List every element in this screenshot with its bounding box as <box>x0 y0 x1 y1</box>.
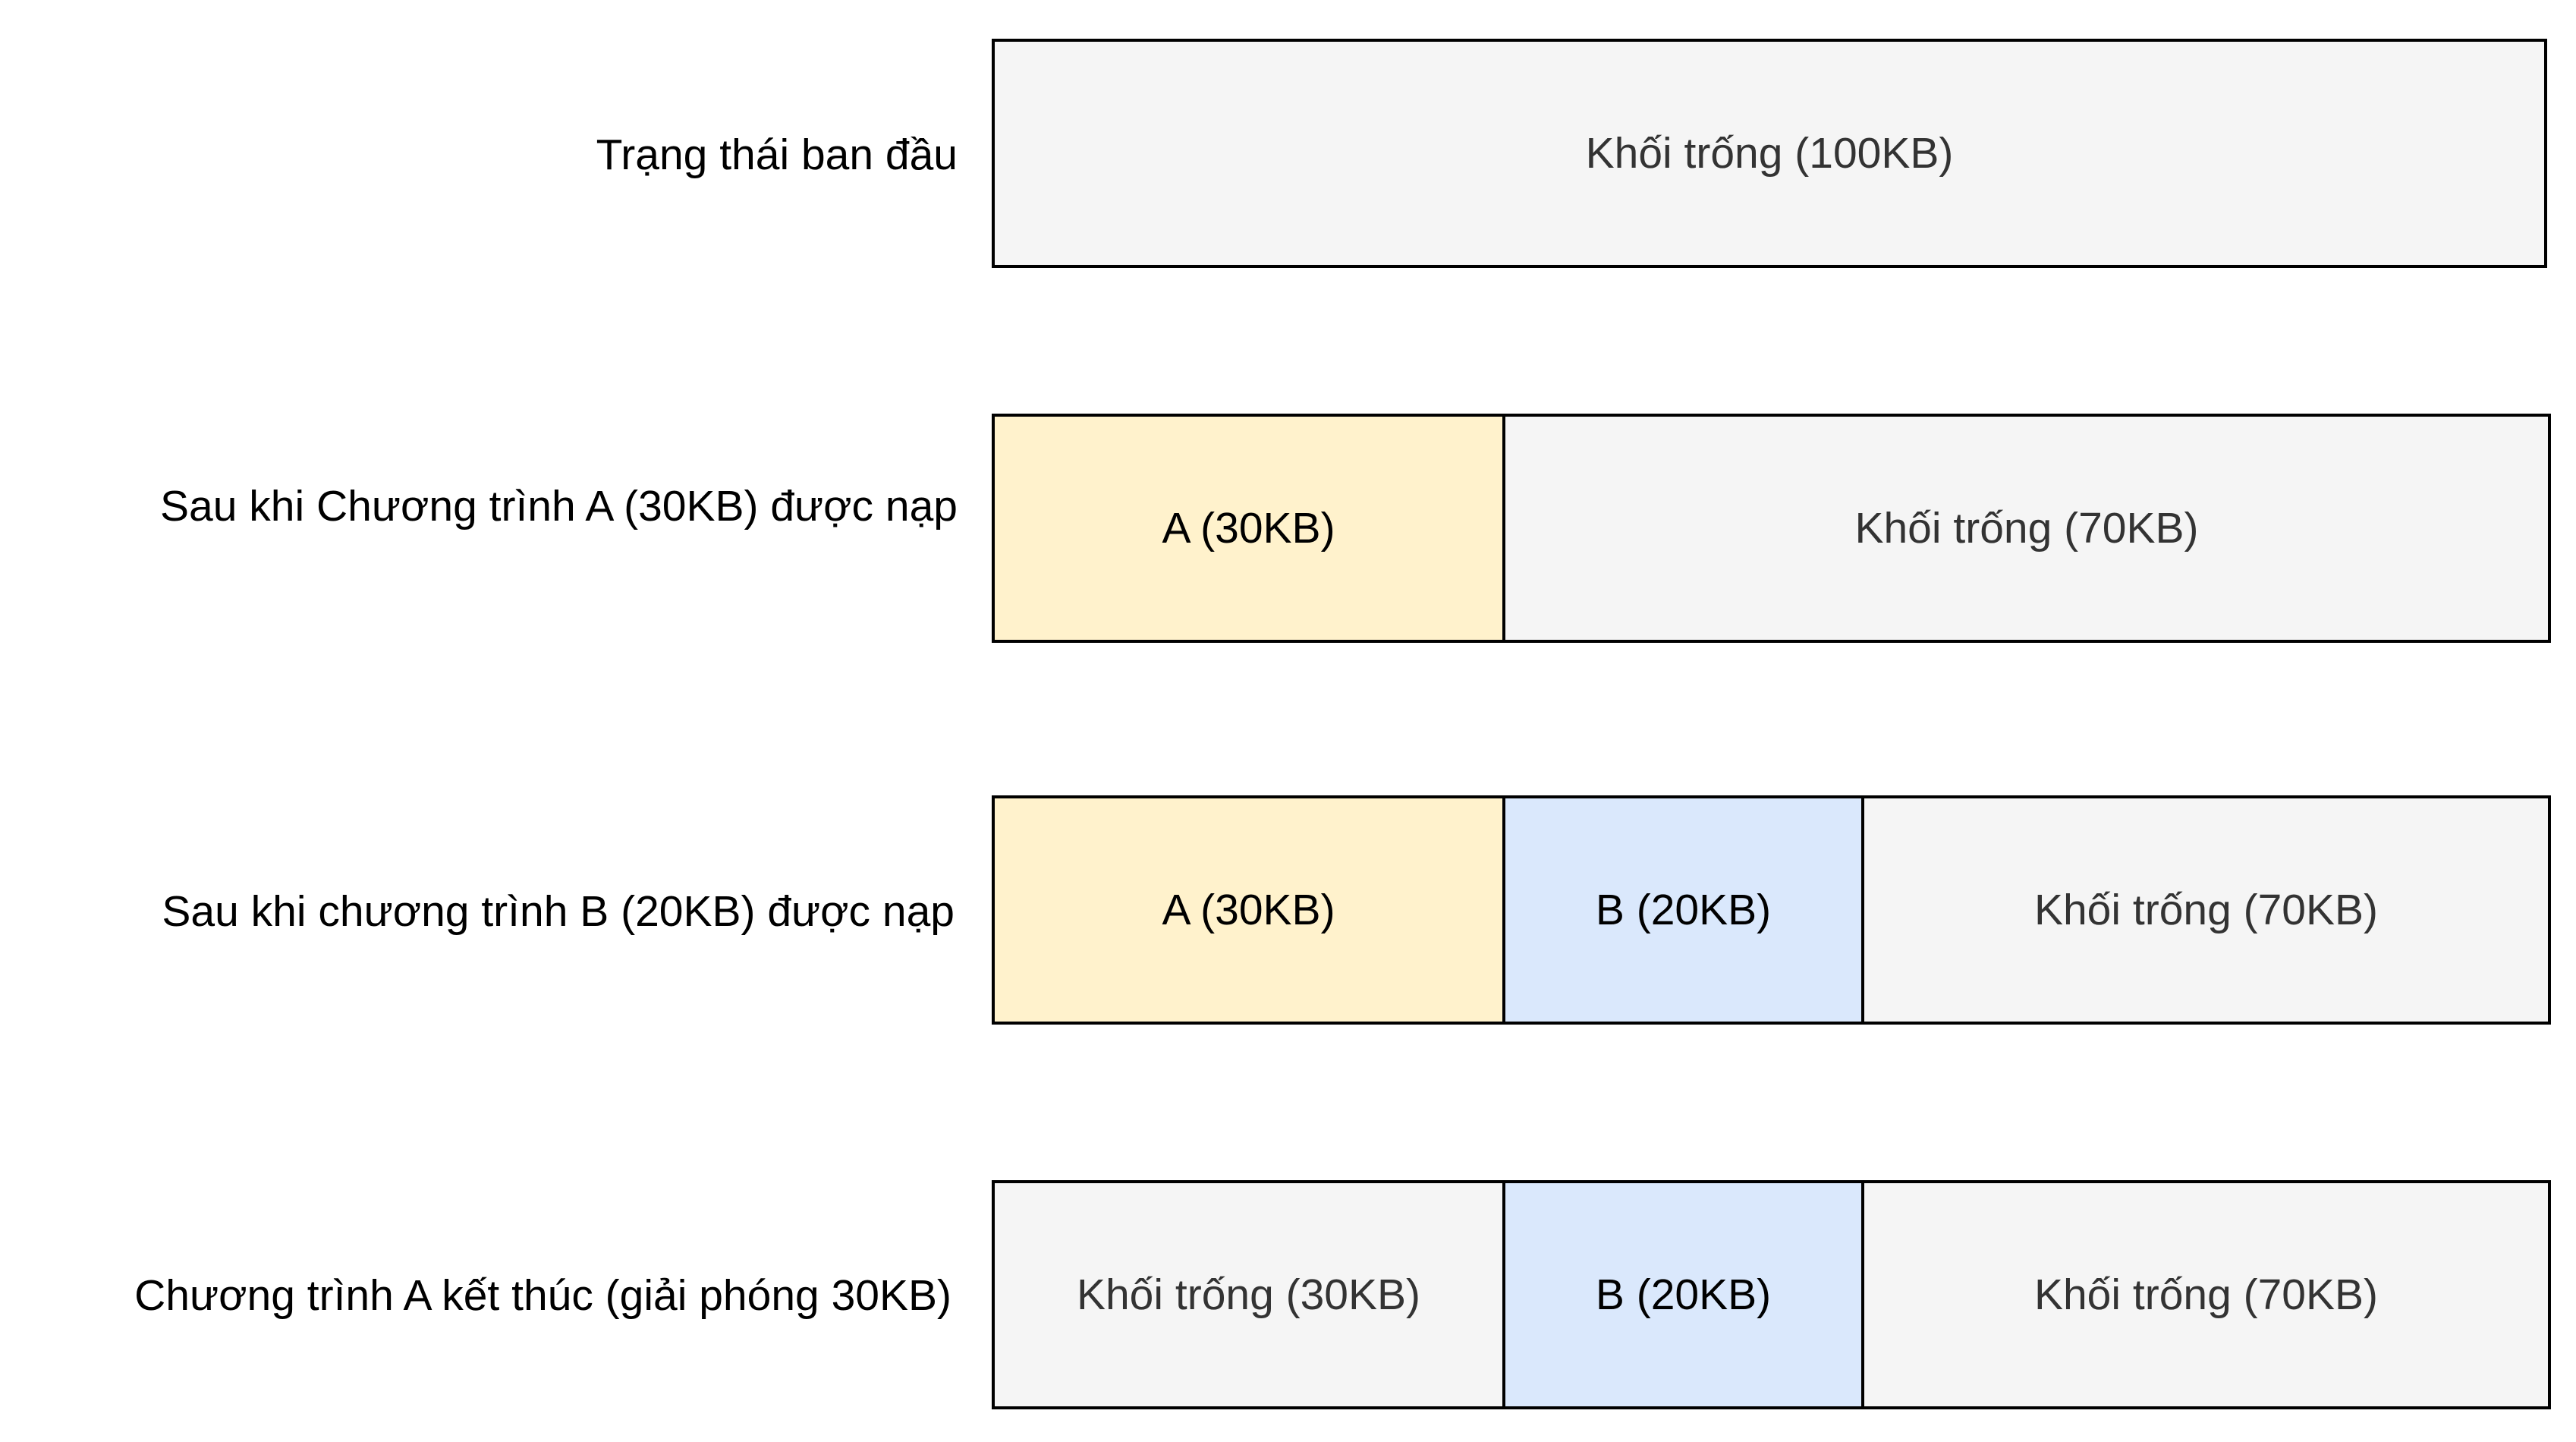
program-b-block: B (20KB) <box>1502 1183 1861 1406</box>
free-block: Khối trống (70KB) <box>1861 798 2548 1022</box>
memory-bar-after-a-loaded: A (30KB) Khối trống (70KB) <box>992 414 2551 643</box>
program-b-block: B (20KB) <box>1502 798 1861 1022</box>
memory-bar-initial: Khối trống (100KB) <box>992 39 2547 268</box>
free-block: Khối trống (70KB) <box>1861 1183 2548 1406</box>
memory-bar-after-b-loaded: A (30KB) B (20KB) Khối trống (70KB) <box>992 795 2551 1025</box>
memory-bar-a-terminated: Khối trống (30KB) B (20KB) Khối trống (7… <box>992 1180 2551 1409</box>
program-a-block: A (30KB) <box>995 798 1502 1022</box>
free-block: Khối trống (30KB) <box>995 1183 1502 1406</box>
row-label-after-a-loaded: Sau khi Chương trình A (30KB) được nạp <box>160 482 958 531</box>
row-label-after-b-loaded: Sau khi chương trình B (20KB) được nạp <box>162 887 955 936</box>
free-block: Khối trống (70KB) <box>1502 417 2548 640</box>
row-label-initial: Trạng thái ban đầu <box>596 131 958 179</box>
row-label-a-terminated: Chương trình A kết thúc (giải phóng 30KB… <box>134 1271 951 1320</box>
program-a-block: A (30KB) <box>995 417 1502 640</box>
free-block: Khối trống (100KB) <box>995 42 2544 265</box>
